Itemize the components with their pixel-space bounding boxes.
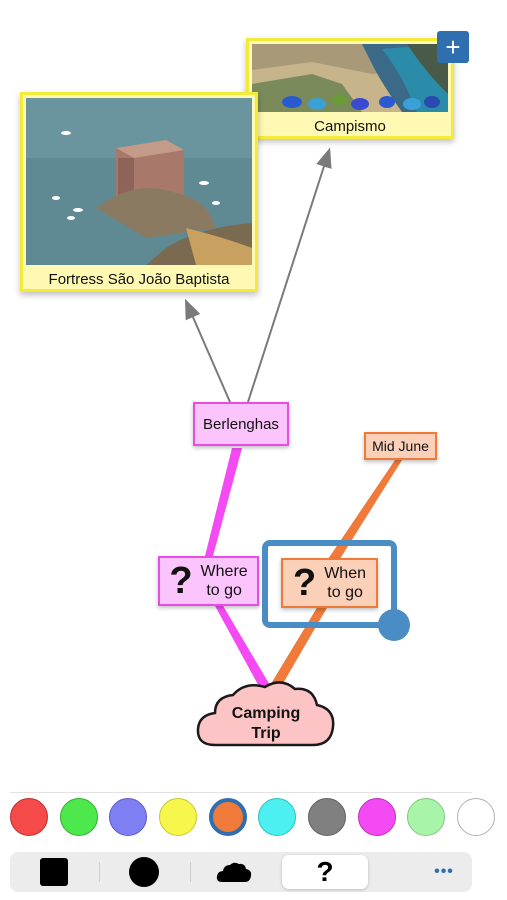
add-button[interactable]: + — [437, 31, 469, 63]
berlenghas-node[interactable]: Berlenghas — [193, 402, 289, 446]
when-to-go-node[interactable]: ? When to go — [281, 558, 378, 608]
mind-map-canvas[interactable] — [0, 0, 507, 780]
mid-june-label: Mid June — [372, 438, 429, 454]
fortress-caption: Fortress São João Baptista — [48, 271, 230, 288]
palette-divider — [10, 792, 472, 793]
color-swatch-orange-selected[interactable] — [209, 798, 247, 836]
circle-shape-button[interactable] — [110, 855, 178, 889]
resize-handle[interactable] — [378, 609, 410, 641]
color-swatch-red[interactable] — [10, 798, 48, 836]
where-to-go-line2: to go — [206, 582, 242, 599]
cloud-shape — [196, 681, 335, 747]
where-to-go-line1: Where — [200, 563, 248, 580]
campismo-caption: Campismo — [314, 118, 386, 135]
color-swatch-yellow[interactable] — [159, 798, 197, 836]
color-swatch-green[interactable] — [60, 798, 98, 836]
where-to-go-label: Where to go — [201, 562, 248, 600]
toolbar-separator — [190, 862, 191, 882]
fortress-photo — [26, 98, 252, 265]
camping-trip-line1: Camping — [231, 705, 301, 722]
plus-icon: + — [445, 32, 461, 62]
campismo-photo — [252, 44, 448, 112]
cloud-shape-button[interactable] — [200, 855, 268, 889]
circle-icon — [129, 857, 159, 887]
question-mark-icon: ? — [169, 560, 193, 602]
arrow-to-fortress — [185, 298, 231, 403]
more-icon: ••• — [434, 863, 454, 880]
where-to-go-node[interactable]: ? Where to go — [158, 556, 259, 606]
arrow-to-campismo — [247, 147, 332, 403]
question-mark-icon: ? — [292, 562, 317, 604]
square-shape-button[interactable] — [20, 855, 88, 889]
campismo-image-node[interactable]: Campismo — [246, 38, 454, 139]
selection-frame[interactable] — [262, 540, 397, 628]
when-to-go-line2: to go — [327, 584, 363, 601]
question-icon: ? — [316, 856, 334, 887]
pink-branch-lower — [214, 604, 274, 692]
color-swatch-magenta[interactable] — [358, 798, 396, 836]
camping-trip-node[interactable]: Camping Trip — [193, 677, 339, 751]
toolbar-separator — [99, 862, 100, 882]
orange-branch-upper — [326, 460, 402, 562]
cloud-icon — [216, 862, 252, 882]
square-icon — [40, 858, 68, 886]
when-to-go-line1: When — [324, 565, 366, 582]
camping-trip-line2: Trip — [251, 725, 281, 742]
color-swatch-blue[interactable] — [109, 798, 147, 836]
camping-trip-label: Camping Trip — [193, 704, 339, 744]
color-swatch-cyan[interactable] — [258, 798, 296, 836]
berlenghas-label: Berlenghas — [203, 415, 279, 433]
color-palette — [0, 795, 507, 841]
pink-branch-upper — [205, 448, 242, 556]
color-swatch-gray[interactable] — [308, 798, 346, 836]
more-button[interactable]: ••• — [422, 855, 466, 889]
shape-toolbar: ? ••• — [10, 852, 472, 892]
color-swatch-light-green[interactable] — [407, 798, 445, 836]
when-to-go-label: When to go — [324, 564, 366, 602]
question-shape-button[interactable]: ? — [282, 855, 368, 889]
mid-june-node[interactable]: Mid June — [364, 432, 437, 460]
color-swatch-white[interactable] — [457, 798, 495, 836]
fortress-image-node[interactable]: Fortress São João Baptista — [20, 92, 258, 292]
